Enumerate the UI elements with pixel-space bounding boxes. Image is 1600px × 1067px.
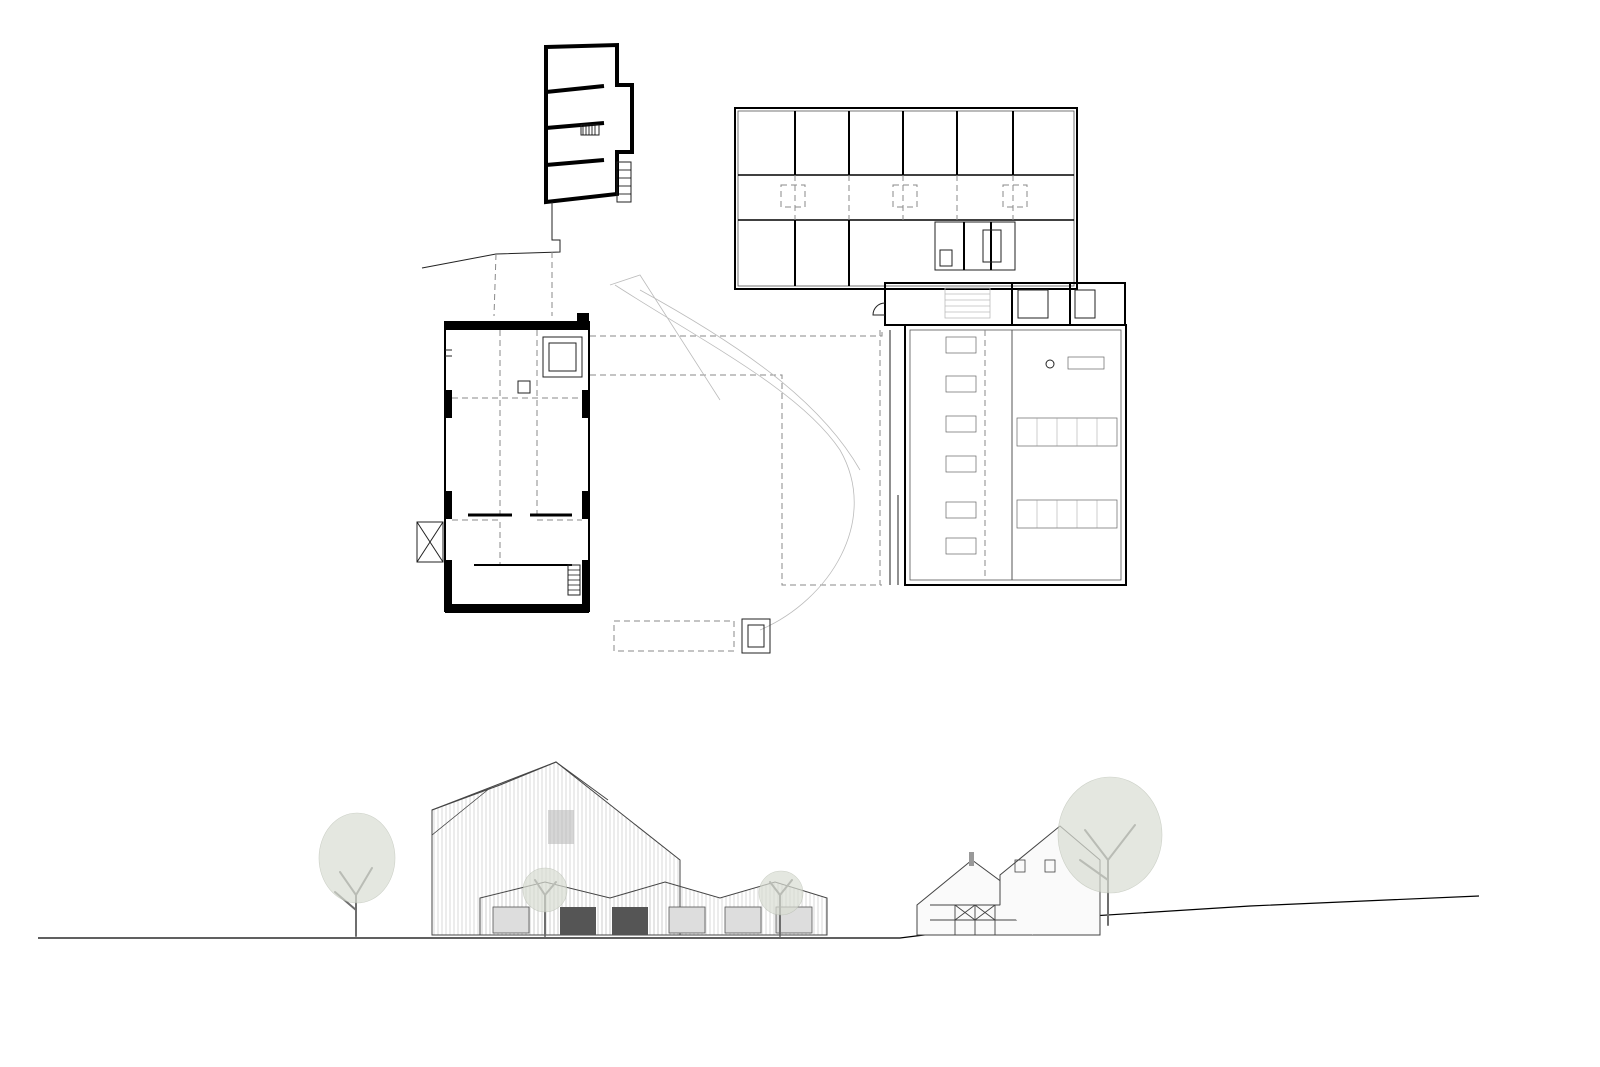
courtyard-lines (590, 274, 883, 654)
tree-east (1057, 776, 1163, 926)
tree-mid-right (758, 870, 804, 937)
barn-plan (416, 313, 590, 613)
pavilion-elevation (479, 881, 828, 936)
tree-mid-left (522, 867, 568, 937)
main-hall-plan (879, 324, 1127, 586)
small-house-plan (421, 42, 634, 317)
seating-rows (945, 336, 1118, 555)
pavilion-plan (734, 107, 1078, 290)
tree-west (318, 812, 396, 937)
